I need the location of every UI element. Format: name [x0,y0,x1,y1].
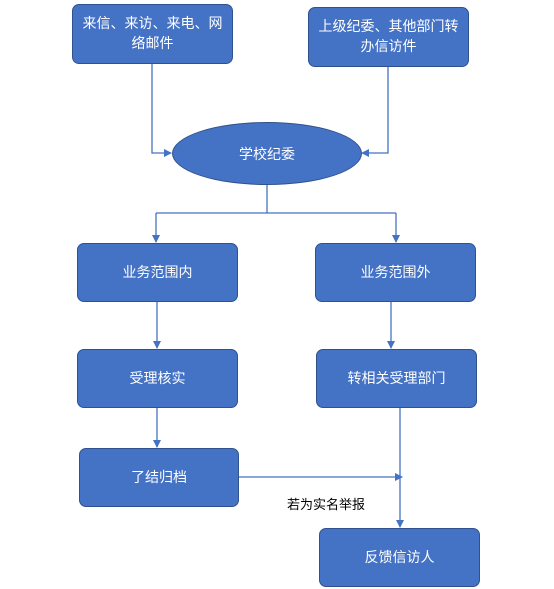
node-feedback-petitioner: 反馈信访人 [319,528,480,587]
node-transfer-department: 转相关受理部门 [316,349,477,408]
node-source-upper: 上级纪委、其他部门转办信访件 [308,7,469,67]
node-close-archive-label: 了结归档 [131,469,187,486]
node-transfer-department-label: 转相关受理部门 [347,370,446,387]
node-outside-scope-label: 业务范围外 [360,264,431,281]
edge-label-real-name-report: 若为实名举报 [287,498,366,513]
node-source-public: 来信、来访、来电、网络邮件 [72,4,233,64]
node-feedback-petitioner-label: 反馈信访人 [364,549,435,566]
node-within-scope: 业务范围内 [77,243,238,302]
node-within-scope-label: 业务范围内 [122,264,193,281]
connector-public-to-commission [151,64,172,157]
node-accept-verify: 受理核实 [77,349,238,408]
node-outside-scope: 业务范围外 [315,243,476,302]
node-school-commission-label: 学校纪委 [239,146,295,163]
node-accept-verify-label: 受理核实 [129,370,186,387]
node-source-upper-label: 上级纪委、其他部门转办信访件 [318,19,459,55]
node-close-archive: 了结归档 [79,448,239,507]
connector-upper-to-commission [361,67,389,157]
node-school-commission: 学校纪委 [172,122,362,185]
node-source-public-label: 来信、来访、来电、网络邮件 [82,16,223,52]
